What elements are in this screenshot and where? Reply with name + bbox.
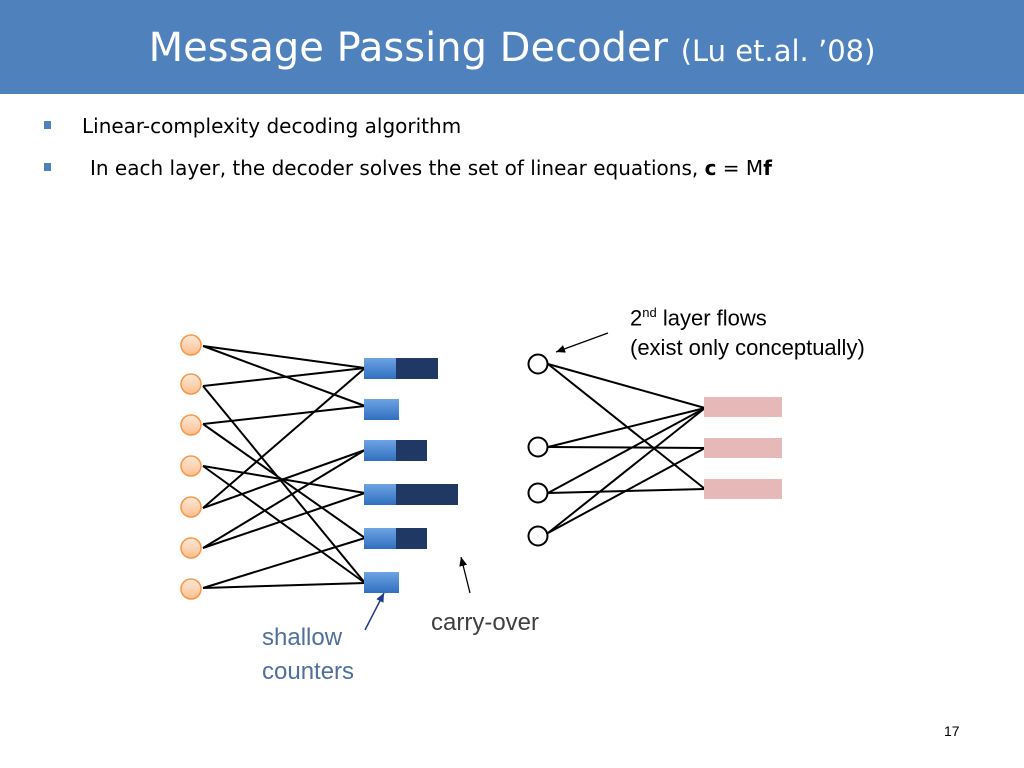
flow-node [180,455,202,477]
shallow-counter [364,528,396,549]
second-layer-flow-node [527,436,549,458]
shallow-label-line1: shallow [262,624,343,651]
bullet-text: Linear-complexity decoding algorithm [82,114,462,138]
flow-node [180,334,202,356]
second-layer-counter [704,479,782,499]
title-sub: (Lu et.al. ’08) [680,34,876,68]
equation-c: c [704,156,717,180]
shallow-counter [364,572,399,593]
carry-over-label: carry-over [431,609,540,636]
counters [364,358,458,593]
slide-title: Message Passing Decoder (Lu et.al. ’08) [0,22,1024,77]
carry-over-counter [392,484,458,505]
second-layer-counter [704,397,782,417]
second-layer-flow-node [527,482,549,504]
equation-f: f [763,156,772,180]
second-layer-counter [704,438,782,458]
title-main: Message Passing Decoder [148,25,668,71]
layer2-edges [547,363,706,534]
carry-over-counter [392,440,427,461]
flow-node [180,496,202,518]
shallow-counter [364,440,396,461]
carry-over-counter [392,528,427,549]
second-layer-label-line1: 2nd layer flows [630,298,865,333]
bullet-marker-icon [44,121,51,129]
second-layer-num: 2 [630,305,643,331]
shallow-counter [364,399,399,420]
shallow-counter-arrow-icon [364,592,385,631]
page-number: 17 [944,723,960,739]
shallow-label-line2: counters [262,658,355,685]
flow-nodes [180,334,202,600]
carry-over-counter [392,358,438,379]
shallow-counter [364,484,396,505]
shallow-counter [364,358,396,379]
flow-node [180,537,202,559]
layer1-edges [202,345,366,589]
bullet-marker-icon [44,163,51,171]
bullet-text: In each layer, the decoder solves the se… [90,154,772,182]
second-layer-arrow-icon [555,332,609,353]
second-layer-flow-node [527,525,549,547]
flow-node [180,578,202,600]
flow-node [180,373,202,395]
second-layer-label: 2nd layer flows (exist only conceptually… [630,298,865,363]
shallow-counters-label: shallow counters [262,621,354,689]
equation-eq: = M [716,156,764,180]
second-layer-rest: layer flows [656,305,767,331]
title-bar [0,0,1024,94]
bullet-text-prefix: In each layer, the decoder solves the se… [90,156,705,180]
flow-node [180,414,202,436]
second-layer-sup: nd [642,305,657,320]
second-layer-flow-node [527,353,549,375]
second-layer-counters [704,397,782,499]
second-layer-nodes [527,353,549,547]
carry-over-arrow-icon [459,556,471,594]
second-layer-label-line2: (exist only conceptually) [630,335,865,361]
